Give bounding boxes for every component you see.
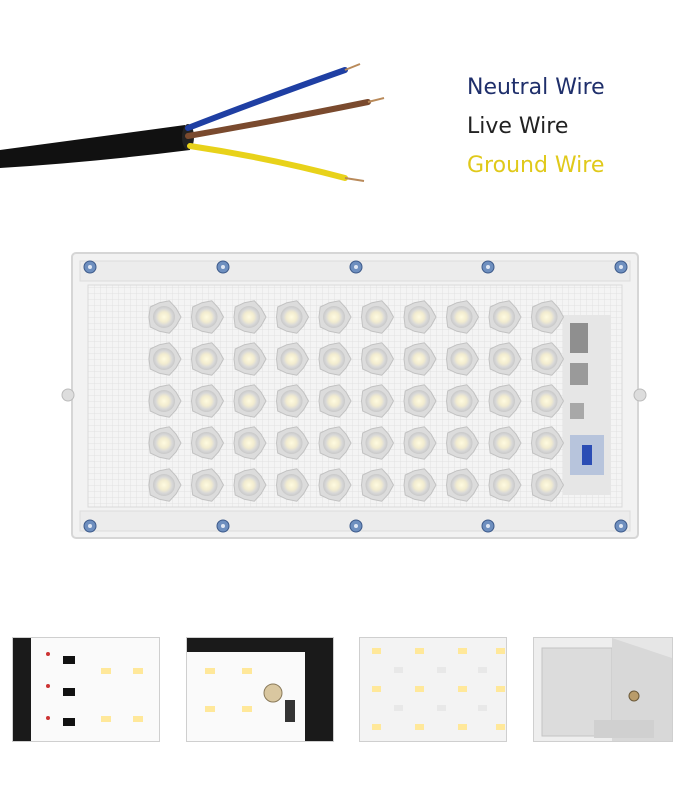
led-chip — [323, 348, 345, 370]
led-chip — [238, 306, 260, 328]
led-chip — [493, 432, 515, 454]
led-chip — [535, 432, 558, 454]
led-chip — [408, 390, 430, 412]
led-chip — [408, 306, 430, 328]
cable-jacket — [0, 125, 190, 168]
led-chip — [238, 474, 260, 496]
led-chip — [280, 474, 303, 496]
led-chip — [153, 348, 175, 370]
led-chip — [535, 348, 558, 370]
live-wire-tip — [367, 97, 385, 103]
led-chip — [280, 390, 303, 412]
led-chip — [323, 432, 345, 454]
led-chip — [493, 348, 515, 370]
led-chip — [450, 390, 473, 412]
led-chip — [153, 390, 175, 412]
led-chip — [535, 306, 558, 328]
thumbnail-bracket-closeup[interactable] — [533, 637, 673, 742]
led-floodlight — [61, 252, 647, 539]
led-chip — [153, 306, 175, 328]
led-chip — [153, 474, 175, 496]
led-chip — [323, 390, 345, 412]
led-chip — [535, 474, 558, 496]
live-wire — [185, 99, 371, 139]
legend-live: Live Wire — [467, 114, 569, 139]
led-chip — [238, 432, 260, 454]
led-chip — [493, 306, 515, 328]
led-chip — [195, 390, 218, 412]
thumbnail-pcb-closeup-left[interactable] — [12, 637, 160, 742]
thumbnail-pcb-closeup-center[interactable] — [186, 637, 334, 742]
led-chip — [153, 432, 175, 454]
led-chip — [238, 390, 260, 412]
legend-neutral: Neutral Wire — [467, 75, 605, 100]
led-chip — [408, 348, 430, 370]
led-chip — [238, 348, 260, 370]
led-chip — [450, 348, 473, 370]
led-chip — [195, 432, 218, 454]
ground-wire-tip — [344, 177, 365, 182]
led-chip — [365, 348, 388, 370]
legend-ground: Ground Wire — [467, 153, 605, 178]
led-chip — [195, 306, 218, 328]
led-chip — [323, 306, 345, 328]
neutral-wire-tip — [344, 63, 361, 71]
led-chip — [450, 474, 473, 496]
neutral-wire — [185, 67, 348, 131]
led-chip — [195, 474, 218, 496]
led-chip — [365, 432, 388, 454]
wire-legend: Neutral Wire Live Wire Ground Wire — [467, 68, 605, 185]
led-chip — [195, 348, 218, 370]
led-chip — [408, 474, 430, 496]
led-chip — [323, 474, 345, 496]
led-chip — [493, 390, 515, 412]
led-chip — [450, 306, 473, 328]
led-chip — [408, 432, 430, 454]
led-chip — [493, 474, 515, 496]
ground-wire — [187, 143, 348, 181]
three-core-cable — [0, 63, 385, 182]
thumbnail-led-board-closeup[interactable] — [359, 637, 507, 742]
led-chip — [280, 432, 303, 454]
led-chip — [535, 390, 558, 412]
led-chip — [280, 348, 303, 370]
led-chip — [280, 306, 303, 328]
led-chip — [365, 306, 388, 328]
led-chip — [450, 432, 473, 454]
led-chip — [365, 390, 388, 412]
led-chip — [365, 474, 388, 496]
